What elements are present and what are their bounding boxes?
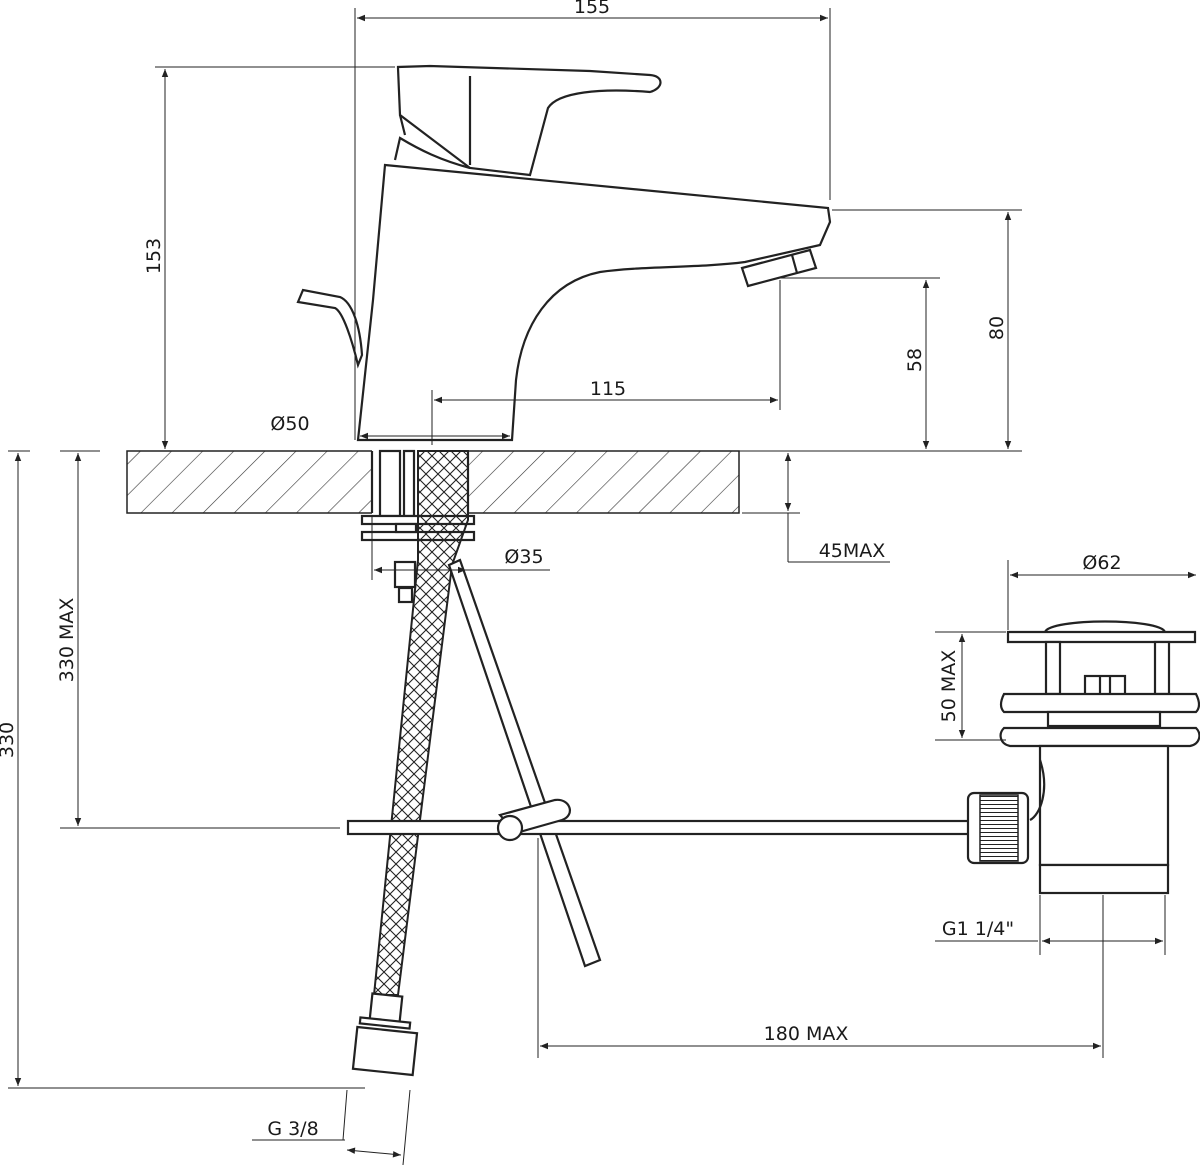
dim-diam-62: Ø62 (1082, 552, 1121, 574)
dim-155: 155 (574, 0, 610, 18)
dim-330: 330 (0, 722, 18, 758)
aerator (740, 248, 818, 288)
dim-diam-50: Ø50 (270, 413, 309, 435)
dim-153: 153 (143, 238, 165, 274)
dimension-labels: 155 153 80 58 115 Ø50 45MAX Ø35 Ø62 50 M… (0, 0, 1122, 1140)
waste-drain (966, 620, 1200, 895)
lift-rod (296, 288, 364, 369)
lever-handle (396, 64, 662, 177)
faucet (296, 64, 832, 442)
dim-58: 58 (904, 348, 926, 372)
dim-diam-35: Ø35 (504, 546, 543, 568)
dim-g1-1-4: G1 1/4" (942, 918, 1014, 940)
dimension-lines (8, 8, 1196, 1166)
dim-80: 80 (986, 316, 1008, 340)
flexible-hose (351, 450, 469, 1077)
dim-115: 115 (590, 378, 626, 400)
dim-330max: 330 MAX (56, 598, 78, 683)
dim-45max: 45MAX (819, 540, 886, 562)
dim-50max: 50 MAX (938, 650, 960, 723)
faucet-body (356, 163, 832, 442)
dim-g3-8: G 3/8 (267, 1118, 318, 1140)
popup-linkage (346, 558, 972, 968)
dim-180max: 180 MAX (764, 1023, 849, 1045)
